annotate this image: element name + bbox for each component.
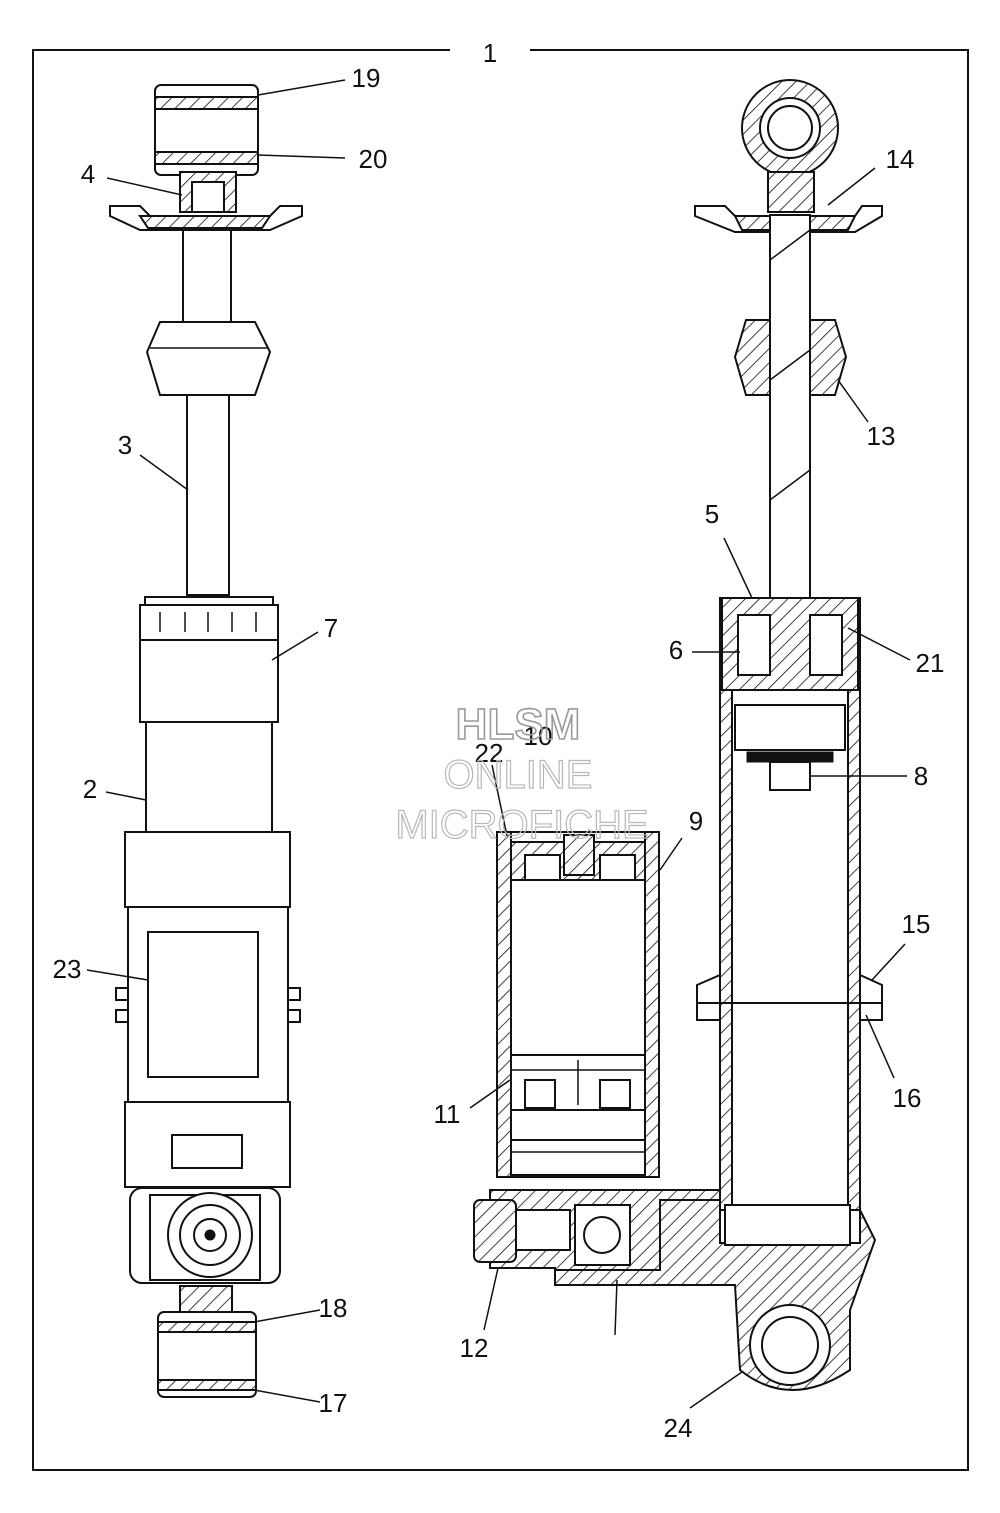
shock-body [145,721,273,833]
watermark-line-3: MICROFICHE [395,803,648,847]
watermark-line-1: HLSM [456,700,581,749]
callout-17: 17 [319,1388,348,1418]
callout-24: 24 [664,1413,693,1443]
top-bushing [154,84,259,176]
watermark-line-2: ONLINE [444,753,593,797]
callout-12: 12 [460,1333,489,1363]
shock-external-view [109,84,303,1398]
body-bottom [124,1101,291,1188]
callout-18: 18 [319,1293,348,1323]
lower-adjuster [129,1187,281,1284]
top-eye-section [741,79,839,213]
callout-4: 4 [81,159,95,189]
callout-1: 1 [483,38,497,68]
seal-head-cap [139,596,279,723]
body-lower [115,906,301,1103]
body-tag [171,1134,243,1169]
callout-22: 22 [475,738,504,768]
callout-15: 15 [902,909,931,939]
callout-3: 3 [118,430,132,460]
callout-14: 14 [886,144,915,174]
shock-cross-section [554,79,883,1391]
callout-20: 20 [359,144,388,174]
leader-lines [86,79,911,1409]
callout-6: 6 [669,635,683,665]
callout-10: 10 [524,721,553,751]
watermark: HLSM ONLINE MICROFICHE [395,699,650,847]
shaft-upper [182,229,232,326]
callout-21: 21 [916,648,945,678]
lower-bushing [157,1285,257,1398]
shaft [186,394,230,596]
body-tube-section [719,597,861,1244]
callout-7: 7 [324,613,338,643]
callout-5: 5 [705,499,719,529]
spring-retainer-top [109,205,303,231]
callout-labels: 1 2 3 4 5 6 7 8 9 10 11 12 13 14 15 16 1… [53,38,945,1443]
callout-16: 16 [893,1083,922,1113]
callout-13: 13 [867,421,896,451]
diagram-frame [32,49,969,1471]
callout-2: 2 [83,774,97,804]
callout-9: 9 [689,806,703,836]
top-spacer [179,171,237,213]
body-band [124,831,291,908]
callout-23: 23 [53,954,82,984]
callout-11: 11 [434,1099,461,1129]
callout-19: 19 [352,63,381,93]
callout-8: 8 [914,761,928,791]
bump-stop [145,321,272,396]
